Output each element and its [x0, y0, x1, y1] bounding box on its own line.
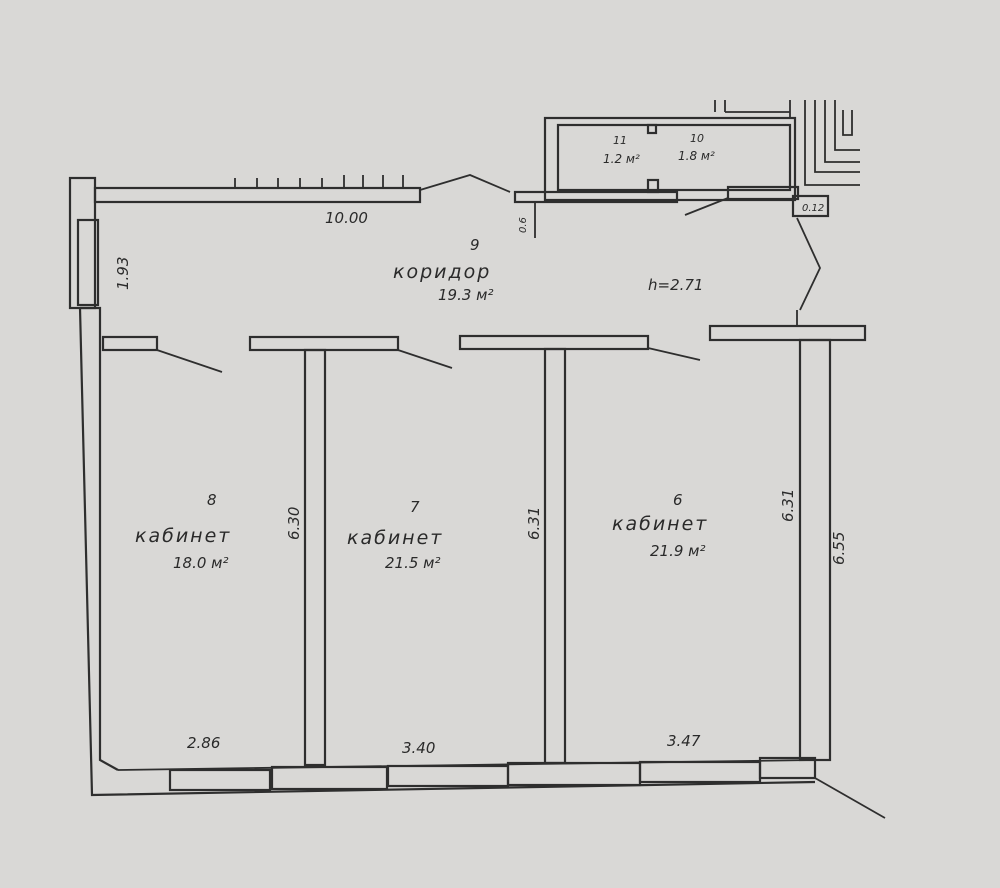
dim-room7-width: 3.40: [402, 739, 435, 757]
dim-right-wall: 6.55: [830, 532, 848, 565]
west-wall-inner: [80, 306, 119, 771]
room-11-area: 1.2 м²: [603, 152, 640, 166]
room-8-name: кабинет: [135, 525, 231, 547]
window: [758, 756, 817, 780]
dim-room8-depth: 6.30: [285, 507, 303, 540]
room-11-number: 11: [613, 134, 627, 147]
window: [506, 761, 642, 787]
room-6-name: кабинет: [612, 513, 708, 535]
room-9-area: 19.3 м²: [438, 286, 494, 304]
window: [638, 760, 762, 784]
room-10-number: 10: [690, 132, 704, 145]
window: [386, 764, 510, 788]
ceiling-height: h=2.71: [648, 276, 703, 294]
west-wall-outer: [78, 307, 816, 797]
north-wall: [93, 186, 422, 204]
door-swing: [419, 174, 511, 193]
exterior-line: [814, 777, 886, 819]
dim-room8-width: 2.86: [187, 734, 220, 752]
dim-niche: 0.6: [518, 217, 529, 233]
room-6-area: 21.9 м²: [650, 542, 706, 560]
door-swing: [796, 217, 821, 311]
partition: [303, 348, 327, 767]
window: [270, 765, 389, 791]
room-9-name: коридор: [393, 261, 491, 283]
wall-ticks: [94, 175, 404, 188]
dim-room7-depth: 6.31: [525, 507, 543, 540]
west-wall-upper: [68, 176, 97, 310]
partition: [543, 347, 567, 765]
labels: 8 кабинет 18.0 м² 7 кабинет 21.5 м² 6 ка…: [114, 132, 848, 757]
door-swing: [684, 197, 729, 216]
wc-rooms: [556, 123, 792, 192]
door-swing: [397, 349, 453, 369]
service-block: [543, 116, 797, 202]
room-8-area: 18.0 м²: [173, 554, 229, 572]
room-7-number: 7: [410, 498, 420, 516]
dim-corridor-width: 1.93: [114, 257, 132, 290]
dim-small: 0.12: [802, 203, 824, 214]
window: [168, 768, 272, 792]
dim-room6-depth: 6.31: [779, 489, 797, 522]
room-10-area: 1.8 м²: [678, 149, 715, 163]
room-6-number: 6: [673, 491, 683, 509]
room-7-name: кабинет: [347, 527, 443, 549]
stairs-icon: [804, 100, 860, 186]
east-wall: [798, 338, 832, 762]
dim-room6-width: 3.47: [667, 732, 701, 750]
door-swing: [647, 347, 701, 361]
walls: [68, 100, 886, 819]
dim-corridor-length: 10.00: [325, 209, 368, 227]
door-swing: [156, 349, 223, 373]
room-7-area: 21.5 м²: [385, 554, 441, 572]
room-9-number: 9: [470, 236, 480, 254]
room-8-number: 8: [207, 491, 217, 509]
west-window: [76, 218, 100, 307]
